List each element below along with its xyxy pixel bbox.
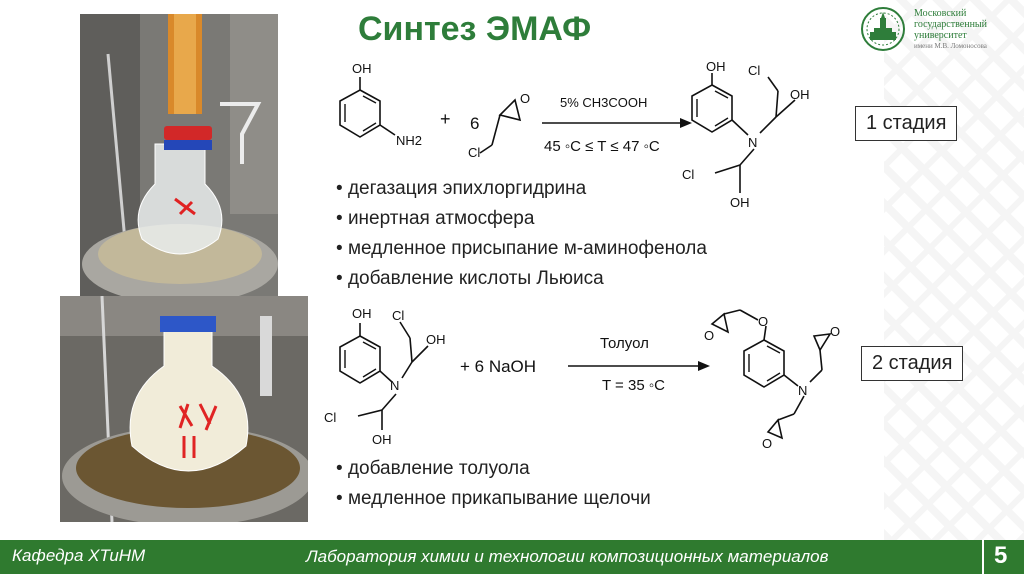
label-o: O (520, 91, 530, 106)
product-label-o-bottom: O (762, 436, 772, 451)
product-label-oh-bottom: OH (730, 195, 750, 210)
footer-bar: Кафедра ХТиНМ Лаборатория химии и технол… (0, 540, 1024, 574)
emaf-product-structure: O O O N O (704, 309, 840, 451)
university-logo: Московский государственный университет и… (860, 6, 1020, 52)
stage-1-product-structure: OH Cl OH N Cl OH (682, 59, 810, 210)
product-label-o-right: O (830, 324, 840, 339)
product-label-n: N (798, 383, 807, 398)
background-pattern (884, 0, 1024, 540)
page-number: 5 (994, 542, 1008, 569)
reactant-label-oh: OH (352, 306, 372, 321)
bullet-item: • медленное присыпание м-аминофенола (336, 238, 707, 259)
product-label-o-top: O (704, 328, 714, 343)
lab-photo-stage-2 (60, 296, 308, 522)
stage-2-reaction-scheme: OH Cl OH N Cl OH + 6 NaOH Толуол T = 35 … (324, 306, 840, 451)
reactant-label-cl-bottom: Cl (324, 410, 336, 425)
bullet-item: • дегазация эпихлоргидрина (336, 178, 587, 199)
logo-text: Московский государственный университет и… (914, 8, 987, 52)
page-number-box: 5 (982, 540, 1024, 574)
m-aminophenol-structure: OH NH2 (339, 61, 422, 148)
logo-line-1: Московский (914, 8, 967, 19)
bullet-item: • добавление кислоты Льюиса (336, 268, 604, 289)
label-nh2: NH2 (396, 133, 422, 148)
bullet-item: • добавление толуола (336, 458, 530, 479)
product-label-oh: OH (706, 59, 726, 74)
product-label-n: N (748, 135, 757, 150)
stage-2-label: 2 стадия (861, 346, 964, 381)
reactant-label-oh-bottom: OH (372, 432, 392, 447)
logo-line-2: государственный (914, 19, 987, 30)
product-label-oh-right: OH (790, 87, 810, 102)
reactant-label-oh-right: OH (426, 332, 446, 347)
conditions-solvent: Толуол (600, 335, 649, 352)
slide-title: Синтез ЭМАФ (358, 10, 592, 48)
reactant-label-n: N (390, 378, 399, 393)
stage-2-bullets: • добавление толуола • медленное прикапы… (336, 454, 651, 514)
reagent-naoh: + 6 NaOH (460, 357, 536, 376)
stage-1-label: 1 стадия (855, 106, 958, 141)
product-label-o-link: O (758, 314, 768, 329)
logo-line-4: имени М.В. Ломоносова (914, 42, 987, 50)
msu-emblem-icon (861, 7, 905, 51)
bullet-item: • инертная атмосфера (336, 208, 535, 229)
conditions-temperature-2: T = 35 ◦C (602, 377, 665, 394)
stage-1-bullets: • дегазация эпихлоргидрина • инертная ат… (336, 174, 707, 294)
product-label-cl-top: Cl (748, 63, 760, 78)
stage-2-reactant-structure: OH Cl OH N Cl OH (324, 306, 446, 447)
epichlorohydrin-structure: O Cl (468, 91, 530, 160)
plus-sign: + (440, 109, 451, 129)
conditions-catalyst: 5% CH3COOH (560, 95, 647, 110)
lab-photo-stage-1 (80, 14, 278, 296)
reactant-label-cl-top: Cl (392, 308, 404, 323)
product-label-cl-bottom: Cl (682, 167, 694, 182)
label-cl: Cl (468, 145, 480, 160)
logo-line-3: университет (914, 30, 967, 41)
conditions-temperature: 45 ◦C ≤ T ≤ 47 ◦C (544, 138, 660, 155)
coefficient-6: 6 (470, 114, 479, 133)
stage-1-reaction-scheme: OH NH2 + 6 O Cl 5% CH3COOH 45 ◦C ≤ T ≤ 4… (339, 59, 810, 210)
laboratory-name: Лаборатория химии и технологии композици… (306, 547, 829, 566)
label-oh: OH (352, 61, 372, 76)
department-name: Кафедра ХТиНМ (12, 546, 146, 565)
bullet-item: • медленное прикапывание щелочи (336, 488, 651, 509)
